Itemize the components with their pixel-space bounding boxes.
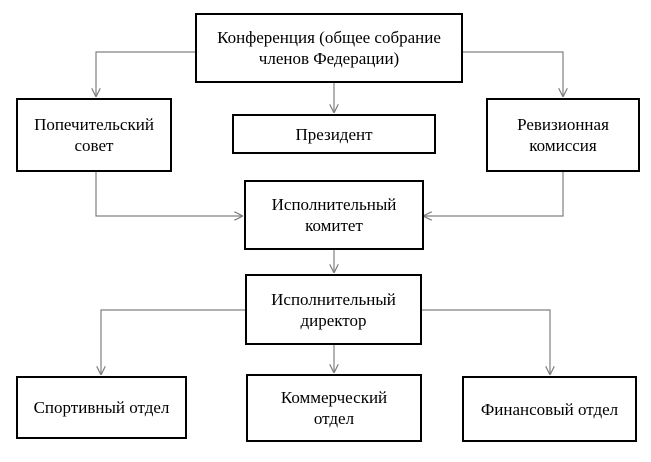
arrow-board-to-committee bbox=[95, 172, 242, 216]
board-of-trustees-box: Попечительский совет bbox=[16, 98, 172, 172]
audit-commission-box: Ревизионная комиссия bbox=[486, 98, 640, 172]
executive-director-box: Исполнительный директор bbox=[245, 274, 422, 345]
commercial-department-box: Коммерческий отдел bbox=[246, 374, 422, 442]
arrow-audit-to-committee bbox=[424, 172, 564, 216]
sports-department-box: Спортивный отдел bbox=[16, 376, 187, 439]
finance-department-box: Финансовый отдел bbox=[462, 376, 637, 442]
president-box: Президент bbox=[232, 114, 436, 154]
arrow-conference-to-audit bbox=[463, 51, 563, 96]
conference-box: Конференция (общее собрание членов Федер… bbox=[195, 13, 463, 83]
arrow-director-to-finance bbox=[422, 309, 550, 374]
executive-committee-box: Исполнительный комитет bbox=[244, 180, 424, 250]
arrow-conference-to-board bbox=[96, 51, 195, 96]
arrow-director-to-sports bbox=[101, 309, 245, 374]
